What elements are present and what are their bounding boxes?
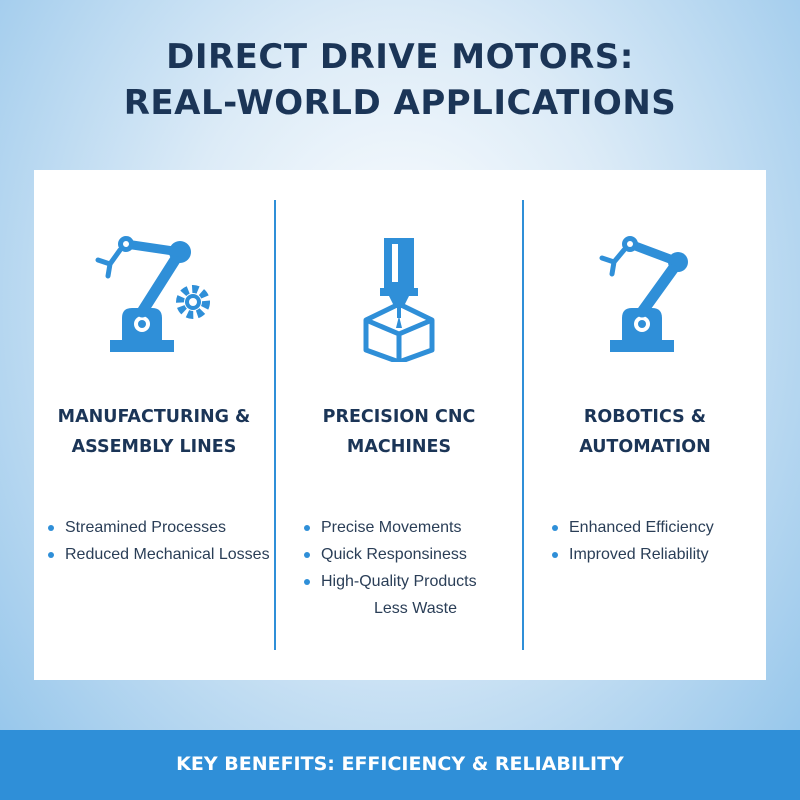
heading-line: ASSEMBLY LINES — [71, 437, 237, 457]
list-item: Reduced Mechanical Losses — [48, 541, 270, 568]
list-item: High-Quality Products — [304, 568, 477, 595]
cnc-column: PRECISION CNC MACHINES Precise Movements… — [276, 170, 522, 680]
column-divider — [274, 200, 276, 650]
list-item-text: Precise Movements — [321, 519, 462, 536]
list-item-text: Reduced Mechanical Losses — [65, 546, 270, 563]
robotics-benefits-list: Enhanced Efficiency Improved Reliability — [552, 514, 714, 568]
cnc-machine-icon — [363, 238, 435, 362]
applications-panel: MANUFACTURING & ASSEMBLY LINES Streamine… — [34, 170, 766, 680]
bullet-icon — [304, 579, 310, 585]
robot-arm-gear-icon — [95, 236, 210, 352]
list-item: Precise Movements — [304, 514, 477, 541]
robot-arm-icon — [599, 236, 688, 352]
list-item-text: High-Quality Products — [321, 573, 477, 590]
heading-line: AUTOMATION — [579, 437, 711, 457]
heading-line: MANUFACTURING & — [57, 407, 251, 427]
title-line-1: DIRECT DRIVE MOTORS: — [166, 37, 634, 77]
key-benefits-banner: KEY BENEFITS: EFFICIENCY & RELIABILITY — [0, 730, 800, 800]
title-line-2: REAL-WORLD APPLICATIONS — [123, 83, 677, 123]
robotics-column: ROBOTICS & AUTOMATION Enhanced Efficienc… — [524, 170, 766, 680]
column-divider — [522, 200, 524, 650]
list-item: Improved Reliability — [552, 541, 714, 568]
bullet-icon — [304, 525, 310, 531]
robotics-heading: ROBOTICS & AUTOMATION — [524, 402, 766, 462]
heading-line: PRECISION CNC — [322, 407, 476, 427]
list-item: Streamined Processes — [48, 514, 270, 541]
list-item-text: Less Waste — [374, 600, 457, 617]
banner-text: KEY BENEFITS: EFFICIENCY & RELIABILITY — [176, 753, 624, 775]
list-item-text: Quick Responsiness — [321, 546, 467, 563]
list-item: Enhanced Efficiency — [552, 514, 714, 541]
cnc-benefits-list: Precise Movements Quick Responsiness Hig… — [304, 514, 477, 622]
list-item-text: Improved Reliability — [569, 546, 709, 563]
list-item: Less Waste — [304, 595, 477, 622]
bullet-icon — [552, 525, 558, 531]
bullet-icon — [48, 525, 54, 531]
cnc-heading: PRECISION CNC MACHINES — [276, 402, 522, 462]
page-title: DIRECT DRIVE MOTORS: REAL-WORLD APPLICAT… — [0, 34, 800, 126]
manufacturing-heading: MANUFACTURING & ASSEMBLY LINES — [34, 402, 274, 462]
list-item: Quick Responsiness — [304, 541, 477, 568]
bullet-icon — [304, 552, 310, 558]
bullet-icon — [552, 552, 558, 558]
list-item-text: Enhanced Efficiency — [569, 519, 714, 536]
heading-line: ROBOTICS & — [583, 407, 707, 427]
heading-line: MACHINES — [346, 437, 452, 457]
manufacturing-column: MANUFACTURING & ASSEMBLY LINES Streamine… — [34, 170, 274, 680]
list-item-text: Streamined Processes — [65, 519, 226, 536]
bullet-icon — [48, 552, 54, 558]
manufacturing-benefits-list: Streamined Processes Reduced Mechanical … — [48, 514, 270, 568]
